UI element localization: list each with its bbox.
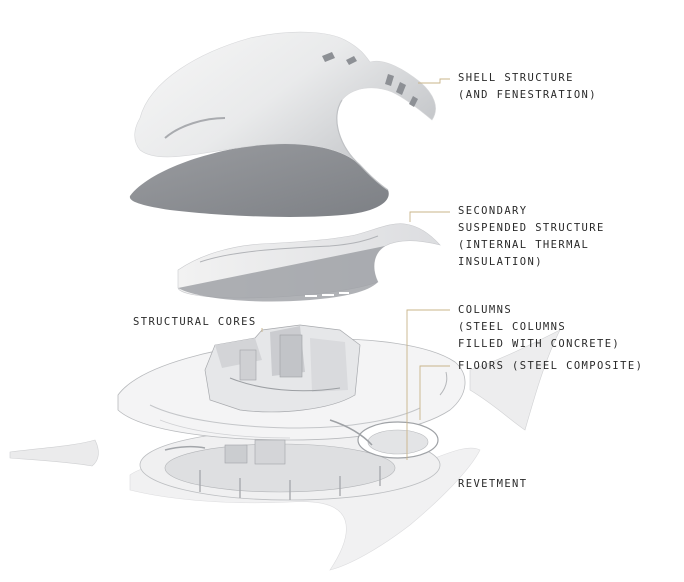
label-shell-line-1: SHELL STRUCTURE xyxy=(458,72,574,84)
label-secondary-line-2: SUSPENDED STRUCTURE xyxy=(458,222,605,234)
secondary-openings xyxy=(305,292,349,297)
label-shell-line-2: (AND FENESTRATION) xyxy=(458,89,597,101)
label-structural-cores: STRUCTURAL CORES xyxy=(133,314,257,331)
leader-columns xyxy=(406,309,450,460)
leader-secondary xyxy=(409,211,450,222)
label-columns-line-1: COLUMNS xyxy=(458,304,513,316)
label-secondary-line-1: SECONDARY xyxy=(458,205,528,217)
leader-floors xyxy=(419,365,450,420)
label-secondary-line-3: (INTERNAL THERMAL xyxy=(458,239,590,251)
base-structure xyxy=(9,324,561,571)
label-revetment-line-1: REVETMENT xyxy=(458,478,528,490)
fenestration-openings xyxy=(322,52,418,107)
label-columns-line-2: (STEEL COLUMNS xyxy=(458,321,567,333)
secondary-structure xyxy=(177,223,441,302)
label-revetment: REVETMENT xyxy=(458,476,528,493)
label-columns: COLUMNS (STEEL COLUMNS FILLED WITH CONCR… xyxy=(458,302,620,353)
label-secondary-line-4: INSULATION) xyxy=(458,256,543,268)
label-cores-line-1: STRUCTURAL CORES xyxy=(133,316,257,328)
shell-underside xyxy=(129,143,389,217)
leader-lines xyxy=(261,78,450,460)
shell-structure xyxy=(129,31,436,217)
label-secondary-structure: SECONDARY SUSPENDED STRUCTURE (INTERNAL … xyxy=(458,203,605,271)
label-columns-line-3: FILLED WITH CONCRETE) xyxy=(458,338,621,350)
label-shell-structure: SHELL STRUCTURE (AND FENESTRATION) xyxy=(458,70,597,104)
leader-shell xyxy=(418,78,450,84)
label-floors-line-1: FLOORS (STEEL COMPOSITE) xyxy=(458,360,644,372)
label-floors: FLOORS (STEEL COMPOSITE) xyxy=(458,358,643,375)
